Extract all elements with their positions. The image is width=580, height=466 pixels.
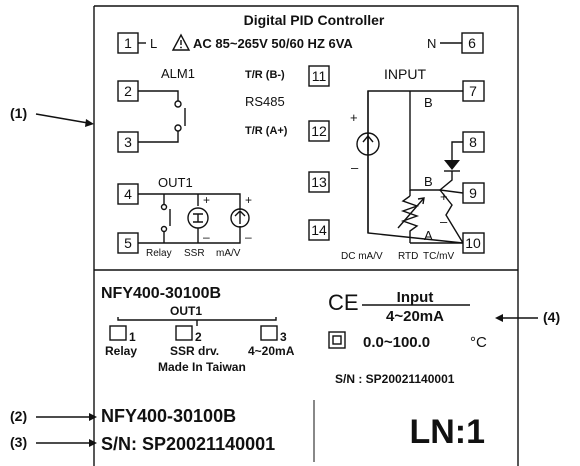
tr-b-label: T/R (B-) <box>245 69 285 81</box>
input-signal: 4~20mA <box>386 308 444 325</box>
ssr-minus: – <box>203 230 210 244</box>
input-heading: Input <box>397 289 434 306</box>
rtd-minus: – <box>440 214 448 229</box>
input-wiring <box>356 90 464 244</box>
input-b-top: B <box>424 95 433 110</box>
mav-text: mA/V <box>216 248 241 259</box>
terminal-14-box <box>308 219 330 241</box>
terminal-5: 5 <box>124 235 132 251</box>
warning-icon <box>171 33 191 51</box>
made-in: Made In Taiwan <box>158 360 246 374</box>
serial-small: S/N : SP20021140001 <box>335 372 455 386</box>
out1-wiring <box>138 193 250 244</box>
callout-4-arrow <box>495 314 538 322</box>
callout-2-arrow <box>36 413 97 421</box>
power-spec: AC 85~265V 50/60 HZ 6VA <box>193 36 353 51</box>
callout-1-arrow <box>35 113 94 127</box>
ssr-text: SSR <box>184 248 205 259</box>
rtd-plus: + <box>440 189 448 204</box>
terminal-6: 6 <box>468 35 476 51</box>
callout-3-arrow <box>36 439 97 447</box>
terminal-11-box <box>308 65 330 87</box>
terminal-2: 2 <box>124 83 132 99</box>
ce-mark: CE <box>328 290 359 315</box>
model-large: NFY400-30100B <box>101 406 236 426</box>
model-upper: NFY400-30100B <box>101 285 221 302</box>
terminal-13-box <box>308 171 330 193</box>
relay-text: Relay <box>146 248 172 259</box>
out-option-2-num: 2 <box>195 330 202 344</box>
out1-label: OUT1 <box>158 175 193 190</box>
terminal-3: 3 <box>124 134 132 150</box>
callout-4: (4) <box>543 309 560 325</box>
terminal-1: 1 <box>124 35 132 51</box>
input-b-mid: B <box>424 174 433 189</box>
terminal-11: 11 <box>312 68 327 84</box>
mav-minus: – <box>245 230 252 244</box>
terminal-13: 13 <box>311 174 327 190</box>
out1-heading: OUT1 <box>170 304 202 318</box>
input-a-low: A <box>424 228 433 243</box>
input-label: INPUT <box>384 66 426 82</box>
out-option-3-num: 3 <box>280 330 287 344</box>
terminal-6-box <box>461 32 484 54</box>
serial-large: S/N: SP20021140001 <box>101 434 275 454</box>
terminal-7: 7 <box>469 83 477 99</box>
terminal-14: 14 <box>311 222 327 238</box>
out-option-2-text: SSR drv. <box>170 344 219 358</box>
out1-bracket <box>117 317 277 326</box>
alarm-relay-contact <box>138 90 186 143</box>
mav-plus: + <box>245 193 252 207</box>
rs485-label: RS485 <box>245 94 285 109</box>
power-l: L <box>150 36 157 51</box>
double-insulation-icon <box>328 331 346 349</box>
alm1-label: ALM1 <box>161 66 195 81</box>
callout-2: (2) <box>10 408 27 424</box>
rtd-text: RTD <box>398 251 418 262</box>
out-option-3-text: 4~20mA <box>248 344 295 358</box>
out-option-1-text: Relay <box>105 344 137 358</box>
dc-plus: + <box>350 110 358 125</box>
ln-value: LN:1 <box>409 413 485 451</box>
terminal-8: 8 <box>469 134 477 150</box>
callout-3: (3) <box>10 434 27 450</box>
terminal-12: 12 <box>311 123 327 139</box>
label-outline <box>93 5 519 466</box>
out-option-boxes <box>109 325 278 341</box>
power-n: N <box>427 36 436 51</box>
unit: °C <box>470 334 487 351</box>
terminal-12-box <box>308 120 330 142</box>
out-option-1-num: 1 <box>129 330 136 344</box>
callout-1: (1) <box>10 105 27 121</box>
terminal-9: 9 <box>469 185 477 201</box>
tr-a-label: T/R (A+) <box>245 125 288 137</box>
range: 0.0~100.0 <box>363 334 430 351</box>
dc-minus: – <box>351 160 359 175</box>
terminal-4: 4 <box>124 186 132 202</box>
dc-mav-text: DC mA/V <box>341 251 383 262</box>
terminal-10: 10 <box>465 235 481 251</box>
ssr-plus: + <box>203 193 210 207</box>
title: Digital PID Controller <box>244 12 385 28</box>
tc-mv-text: TC/mV <box>423 251 454 262</box>
